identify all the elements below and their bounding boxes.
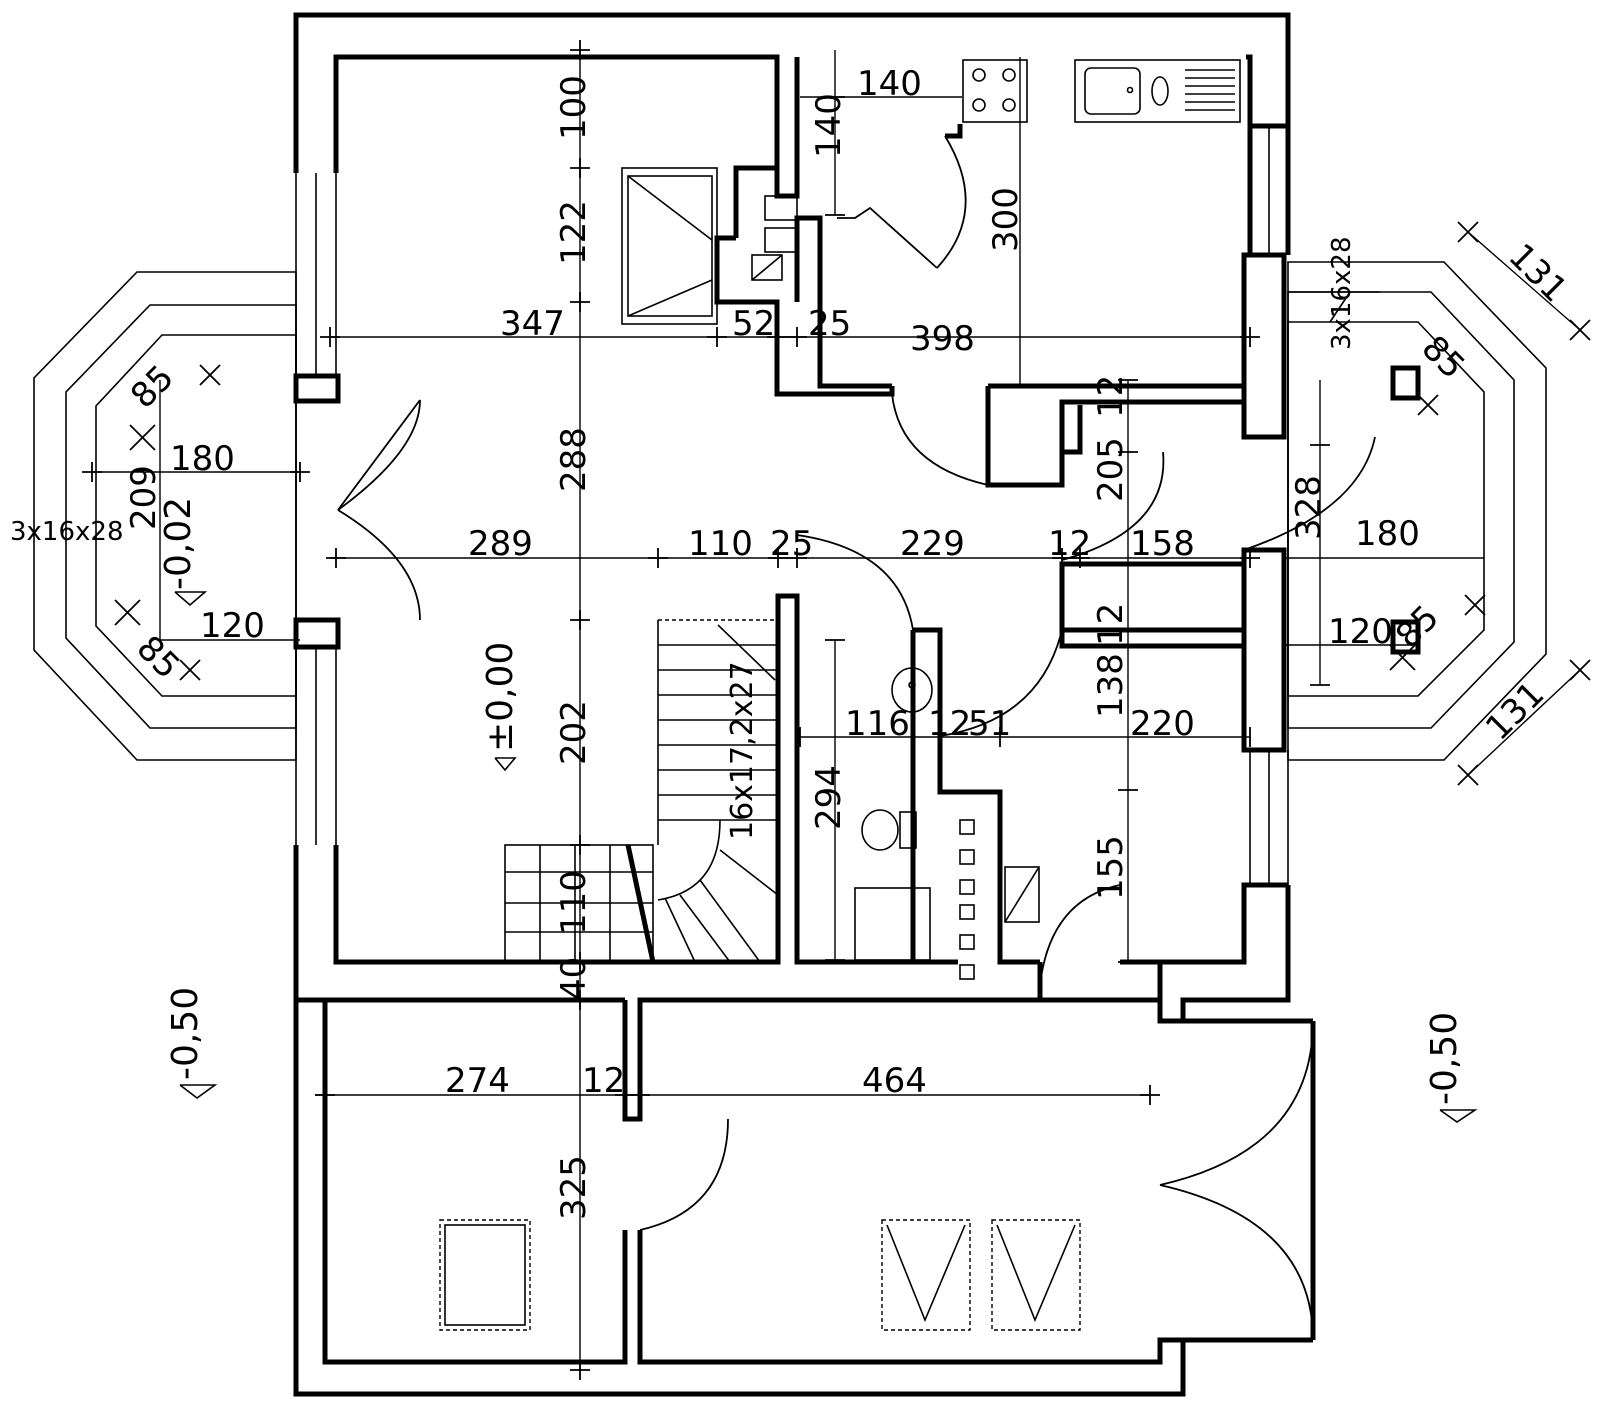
left-steps-annotation: 3x16x28 bbox=[10, 517, 123, 547]
dim-120-left: 120 bbox=[200, 606, 265, 646]
dim-12-garage: 12 bbox=[582, 1061, 625, 1101]
dim-12-right-mid: 12 bbox=[1091, 603, 1131, 646]
level-outside-right: -0,50 bbox=[1424, 1012, 1465, 1105]
dimension-labels: 100 122 140 140 300 347 52 25 398 288 28… bbox=[123, 64, 1575, 1220]
doors bbox=[337, 135, 1376, 1341]
dim-25-mid: 25 bbox=[770, 524, 813, 564]
dim-40: 40 bbox=[554, 957, 594, 1000]
dim-110-v: 110 bbox=[554, 870, 594, 935]
dim-288: 288 bbox=[554, 427, 594, 492]
fixtures bbox=[439, 59, 1241, 1331]
dim-180-left: 180 bbox=[170, 439, 235, 479]
dim-12-mid: 12 bbox=[1048, 524, 1091, 564]
dim-180-right: 180 bbox=[1355, 514, 1420, 554]
shower-icon bbox=[854, 887, 931, 961]
dim-289: 289 bbox=[468, 524, 533, 564]
dim-100: 100 bbox=[554, 75, 594, 140]
dim-116: 116 bbox=[845, 704, 910, 744]
dim-158: 158 bbox=[1130, 524, 1195, 564]
dim-205: 205 bbox=[1091, 437, 1131, 502]
dim-51: 51 bbox=[968, 704, 1011, 744]
dim-12-bath: 12 bbox=[928, 704, 971, 744]
stove-icon bbox=[962, 59, 1028, 123]
right-bay bbox=[1287, 261, 1547, 761]
right-steps-annotation: 3x16x28 bbox=[1327, 237, 1357, 350]
dim-209: 209 bbox=[124, 465, 164, 530]
dim-274: 274 bbox=[445, 1061, 510, 1101]
dim-325: 325 bbox=[554, 1155, 594, 1220]
dim-12-right-top: 12 bbox=[1091, 375, 1131, 418]
dimension-lines bbox=[82, 40, 1591, 1380]
dim-131-top: 131 bbox=[1501, 236, 1575, 310]
level-markers: ±0,00 -0,02 -0,50 -0,50 bbox=[158, 497, 1478, 1123]
dim-140-h: 140 bbox=[857, 64, 922, 104]
dim-110-h: 110 bbox=[688, 524, 753, 564]
dim-294: 294 bbox=[809, 765, 849, 830]
dim-398: 398 bbox=[910, 319, 975, 359]
dim-328: 328 bbox=[1289, 475, 1329, 540]
dim-52: 52 bbox=[732, 304, 775, 344]
dim-25-top: 25 bbox=[808, 304, 851, 344]
washbasin-icon bbox=[891, 667, 933, 713]
annotations: 16x17,2x27 3x16x28 3x16x28 bbox=[10, 237, 1357, 840]
dim-202: 202 bbox=[554, 700, 594, 765]
dim-138: 138 bbox=[1091, 653, 1131, 718]
level-left-bay: -0,02 bbox=[158, 497, 199, 590]
dim-140-v: 140 bbox=[809, 93, 849, 158]
dim-122: 122 bbox=[554, 200, 594, 265]
dim-155: 155 bbox=[1091, 835, 1131, 900]
dim-85-right-top: 85 bbox=[1414, 328, 1473, 387]
dim-229: 229 bbox=[900, 524, 965, 564]
dim-220: 220 bbox=[1130, 704, 1195, 744]
dim-347: 347 bbox=[500, 304, 565, 344]
toilet-icon bbox=[861, 809, 899, 851]
dim-85-right-bot: 85 bbox=[1388, 597, 1447, 656]
level-main: ±0,00 bbox=[480, 642, 521, 752]
level-outside-left: -0,50 bbox=[165, 987, 206, 1080]
left-bay bbox=[33, 271, 297, 761]
dim-464: 464 bbox=[862, 1061, 927, 1101]
stairs-annotation: 16x17,2x27 bbox=[725, 661, 760, 840]
dim-85-left-bot: 85 bbox=[129, 628, 188, 687]
dim-300: 300 bbox=[986, 187, 1026, 252]
dim-131-bot: 131 bbox=[1478, 674, 1552, 748]
dim-120-right: 120 bbox=[1328, 612, 1393, 652]
